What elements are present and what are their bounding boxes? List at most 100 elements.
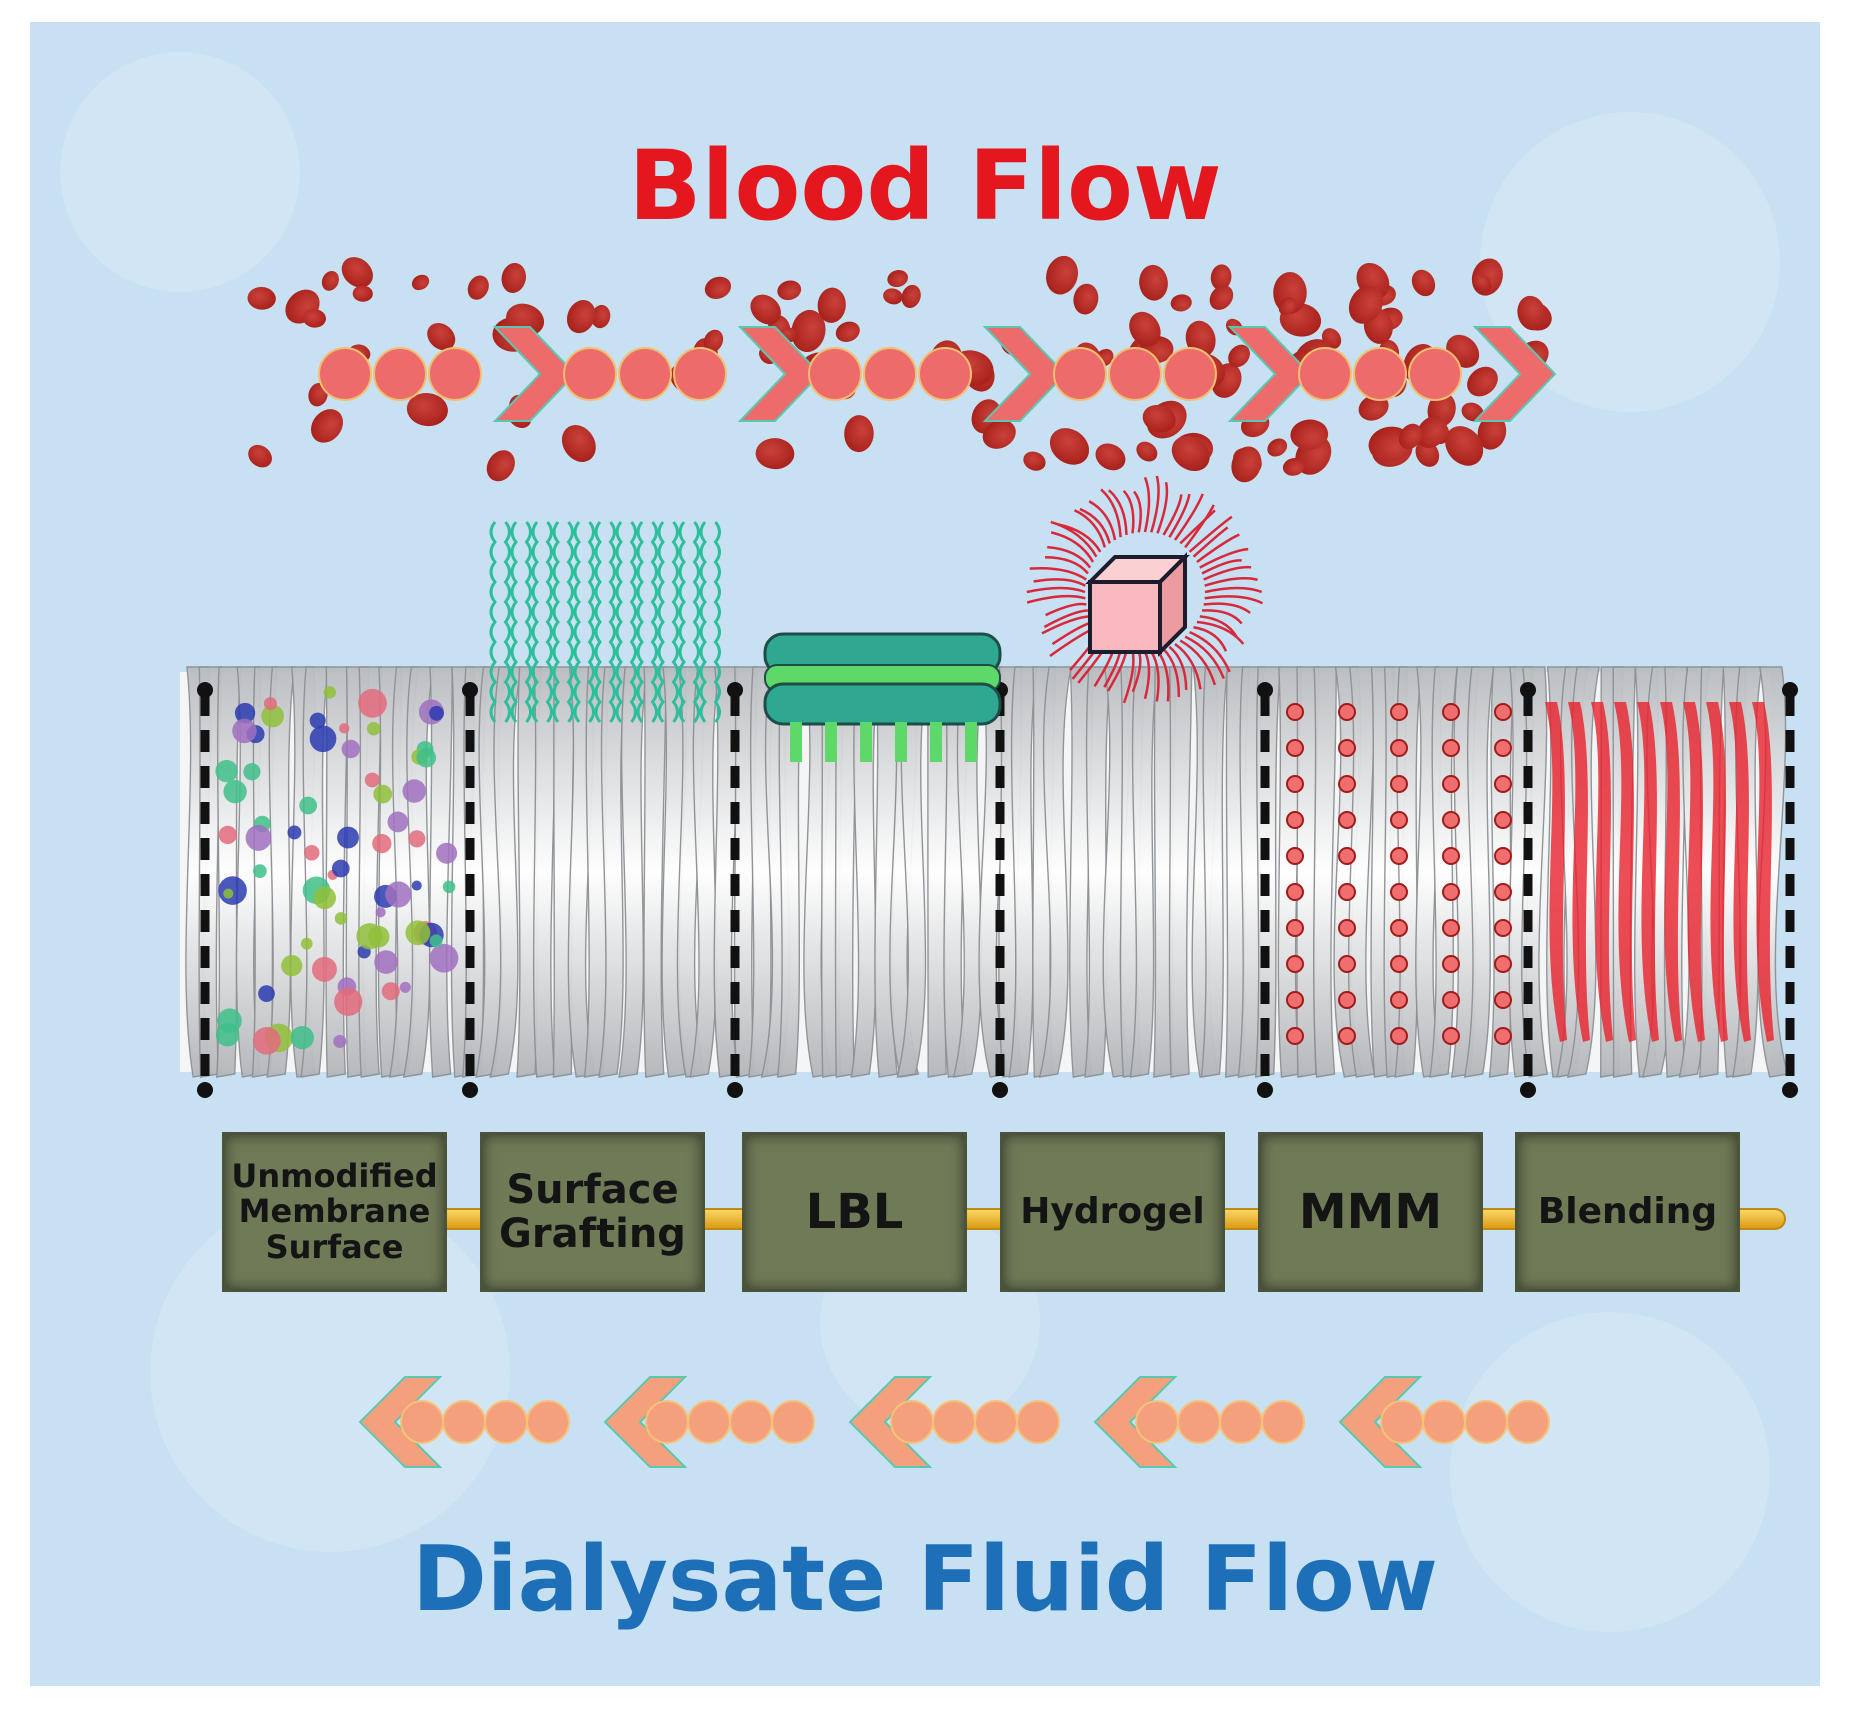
foulant-particle (334, 912, 348, 925)
foulant-particle (323, 686, 337, 699)
foulant-particle (358, 688, 387, 718)
red-blood-cell-icon (704, 276, 732, 299)
foulant-particle (281, 954, 303, 977)
red-blood-cell-icon (703, 329, 724, 353)
red-blood-cell-icon (1142, 404, 1176, 433)
flow-arrow-icon (1472, 326, 1557, 422)
filler-particle (1286, 703, 1304, 721)
red-blood-cell-icon (247, 287, 276, 310)
foulant-particle (333, 1034, 347, 1049)
grafted-chain (678, 521, 686, 723)
flow-arrow-icon (848, 1376, 933, 1468)
red-blood-cell-icon (887, 270, 908, 288)
method-label-text: Hydrogel (1020, 1192, 1204, 1232)
hydrogel-chain (1073, 509, 1107, 548)
membrane-fiber-icon (1168, 666, 1193, 1078)
grafted-chain (650, 521, 658, 723)
filler-particle (1442, 775, 1460, 793)
hydrogel-chain (1150, 651, 1160, 702)
blood-dot (1408, 347, 1462, 401)
dialysate-dot (1135, 1400, 1179, 1444)
dialysate-dot (974, 1400, 1018, 1444)
foulant-particle (218, 825, 237, 845)
filler-particle (1286, 883, 1304, 901)
hydrogel-chain (1203, 602, 1251, 614)
red-blood-cell-icon (1231, 446, 1262, 483)
grafted-chain (524, 521, 532, 723)
flow-arrow-icon (358, 1376, 443, 1468)
blood-dot (1163, 347, 1217, 401)
filler-particle (1442, 739, 1460, 757)
red-blood-cell-icon (1398, 423, 1423, 450)
filler-particle (1286, 1027, 1304, 1045)
red-blood-cell-icon (1467, 366, 1498, 397)
hydrogel-chain (1026, 586, 1086, 594)
lbl-anchor (790, 722, 802, 762)
divider-cap (727, 1082, 743, 1098)
blood-dot (1298, 347, 1352, 401)
filler-particle (1390, 739, 1408, 757)
divider-cap (1782, 682, 1798, 698)
grafted-chains (489, 521, 721, 723)
filler-particle (1390, 775, 1408, 793)
foulant-particle (411, 880, 422, 891)
divider-cap (1782, 1082, 1798, 1098)
grafted-chain (657, 521, 665, 723)
blood-dot (673, 347, 727, 401)
dialysate-dot (729, 1400, 773, 1444)
filler-particle (1390, 991, 1408, 1009)
foulant-particle (258, 985, 275, 1003)
hydrogel-chain (1204, 577, 1258, 587)
foulant-particle (243, 763, 261, 781)
red-blood-cell-icon (1073, 283, 1099, 315)
foulant-particle (416, 747, 437, 768)
blend-streak (1752, 702, 1774, 1042)
membrane-fiber-icon (1038, 666, 1073, 1078)
red-blood-cell-icon (1348, 285, 1383, 324)
blend-streak (1683, 702, 1705, 1042)
membrane-fiber-icon (952, 666, 986, 1078)
red-blood-cell-icon (467, 275, 489, 300)
filler-particle (1494, 739, 1512, 757)
red-blood-cell-icon (321, 270, 339, 291)
red-blood-cell-icon (883, 288, 903, 305)
red-blood-cell-icon (310, 409, 344, 443)
foulant-particle (331, 859, 350, 878)
filler-particle (1494, 775, 1512, 793)
blood-dot (563, 347, 617, 401)
membrane-fiber-icon (618, 666, 648, 1078)
filler-particle (1338, 955, 1356, 973)
hydrogel (1026, 475, 1264, 704)
hydrogel-chain (1201, 559, 1242, 575)
foulant-particle (399, 981, 411, 993)
foulant-particle (334, 987, 363, 1016)
grafted-chain (587, 521, 595, 723)
filler-particle (1494, 991, 1512, 1009)
filler-particle (1442, 991, 1460, 1009)
red-blood-cell-icon (777, 280, 802, 301)
hydrogel-chain (1050, 520, 1098, 558)
red-blood-cell-icon (1209, 285, 1234, 310)
dialysate-dot (890, 1400, 934, 1444)
red-blood-cell-icon (1046, 255, 1079, 295)
filler-particle (1286, 847, 1304, 865)
filler-particle (1442, 811, 1460, 829)
red-blood-cell-icon (501, 262, 526, 293)
grafted-chain (699, 521, 707, 723)
foulant-particle (429, 705, 445, 721)
blend-streak (1591, 702, 1613, 1042)
foulant-particle (337, 826, 359, 849)
red-blood-cell-icon (1136, 441, 1158, 462)
foulant-particle (261, 704, 284, 728)
red-blood-cell-icon (1267, 438, 1288, 457)
filler-particle (1442, 703, 1460, 721)
hydrogel-chain (1184, 504, 1215, 549)
hydrogel-chain (1156, 481, 1169, 534)
filler-particle (1338, 739, 1356, 757)
flow-arrow-icon (1338, 1376, 1423, 1468)
membrane-fiber-icon (1313, 666, 1337, 1078)
scene-graphics (60, 52, 1798, 1632)
dialysate-dot (526, 1400, 570, 1444)
dialysate-dot (1464, 1400, 1508, 1444)
